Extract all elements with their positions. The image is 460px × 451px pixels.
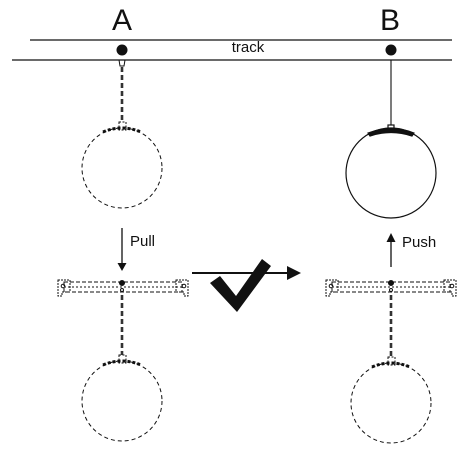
pull-arrow [117, 228, 127, 271]
track-point-a [116, 44, 128, 56]
globe-a-lower [81, 354, 163, 442]
push-label: Push [402, 234, 436, 251]
globe-b-lower [350, 356, 432, 444]
column-label-b: B [380, 4, 400, 37]
check-mark-icon [210, 259, 271, 312]
canopy-a [57, 279, 189, 297]
column-label-a: A [112, 4, 132, 37]
globe-a-upper [81, 121, 163, 209]
transition-arrow [192, 266, 301, 280]
globe-b-installed [345, 124, 437, 219]
canopy-b [325, 279, 457, 297]
track-point-b [385, 44, 397, 56]
push-arrow [386, 233, 396, 267]
track-rail [12, 39, 452, 61]
track-label: track [232, 39, 265, 56]
connector-a [118, 59, 126, 67]
pull-label: Pull [130, 233, 155, 250]
